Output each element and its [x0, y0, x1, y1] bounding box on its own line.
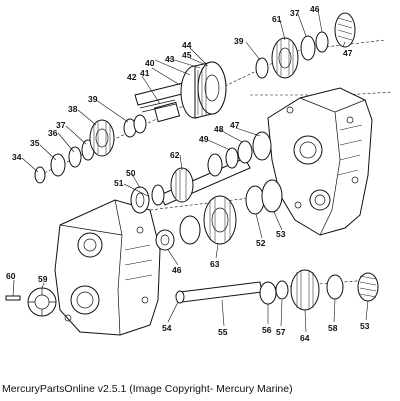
callout-41: 41: [140, 68, 150, 78]
callout-55: 55: [218, 327, 228, 337]
gear-63-assembly: [155, 179, 283, 251]
right-housing: [267, 87, 373, 236]
callout-35: 35: [30, 138, 40, 148]
callout-39: 39: [234, 36, 244, 46]
callout-47: 47: [343, 48, 353, 58]
callout-42: 42: [127, 72, 137, 82]
exploded-parts-diagram: 34 35 36 37 38 39 40 41 42 43 44 45 46 3…: [5, 4, 393, 343]
callout-52: 52: [256, 238, 266, 248]
callout-58: 58: [328, 323, 338, 333]
pump-59: [5, 287, 57, 317]
callout-61: 61: [272, 14, 282, 24]
callout-62: 62: [170, 150, 180, 160]
callout-54: 54: [162, 323, 172, 333]
callout-37: 37: [56, 120, 66, 130]
gear-stack-38: [34, 114, 147, 184]
callout-38: 38: [68, 104, 78, 114]
callout-50: 50: [126, 168, 136, 178]
callout-46: 46: [172, 265, 182, 275]
callout-47: 47: [230, 120, 240, 130]
callout-43: 43: [165, 54, 175, 64]
callout-34: 34: [12, 152, 22, 162]
left-housing: [54, 199, 161, 336]
callout-59: 59: [38, 274, 48, 284]
callout-labels: 34 35 36 37 38 39 40 41 42 43 44 45 46 3…: [6, 4, 370, 343]
callout-39: 39: [88, 94, 98, 104]
callout-53: 53: [360, 321, 370, 331]
callout-40: 40: [145, 58, 155, 68]
callout-63: 63: [210, 259, 220, 269]
leader-lines: [12, 9, 369, 333]
callout-64: 64: [300, 333, 310, 343]
callout-48: 48: [214, 124, 224, 134]
lower-shaft-assembly: [175, 269, 379, 311]
callout-37: 37: [290, 8, 300, 18]
middle-shaft-62: [130, 131, 272, 214]
callout-44: 44: [182, 40, 192, 50]
callout-57: 57: [276, 327, 286, 337]
callout-53: 53: [276, 229, 286, 239]
callout-56: 56: [262, 325, 272, 335]
callout-51: 51: [114, 178, 124, 188]
callout-46: 46: [310, 4, 320, 14]
gear-group-61: [255, 12, 356, 79]
callout-36: 36: [48, 128, 58, 138]
callout-49: 49: [199, 134, 209, 144]
callout-60: 60: [6, 271, 16, 281]
callout-45: 45: [182, 50, 192, 60]
upper-shaft-assembly: [134, 61, 227, 123]
image-caption: MercuryPartsOnline v2.5.1 (Image Copyrig…: [2, 383, 293, 395]
